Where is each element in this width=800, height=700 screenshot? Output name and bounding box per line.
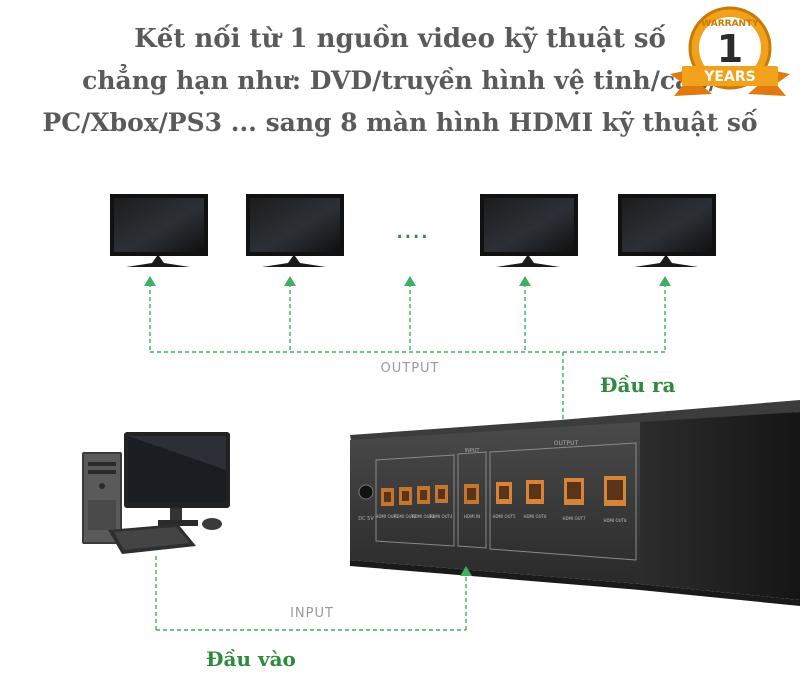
heading-line-1: Kết nối từ 1 nguồn video kỹ thuật số	[134, 24, 666, 54]
warranty-number: 1	[717, 27, 743, 71]
hdmi-port-out2	[399, 487, 412, 505]
monitor-ellipsis: ....	[395, 215, 428, 245]
monitor-2	[246, 194, 344, 267]
port-label-out5: HDMI OUT5	[492, 514, 516, 519]
monitor-3	[480, 194, 578, 267]
warranty-top-text: WARRANTY	[701, 19, 759, 29]
computer-illustration	[82, 432, 230, 554]
port-label-in: HDMI IN	[464, 514, 480, 519]
hdmi-splitter: OUTPUT INPUT DC 5V HDMI OUT1 HDMI OUT2 H…	[350, 400, 800, 606]
hdmi-port-out6	[526, 480, 544, 504]
warranty-unit: YEARS	[703, 69, 755, 85]
heading-line-2: chẳng hạn như: DVD/truyền hình vệ tinh/c…	[82, 66, 718, 95]
power-label: DC 5V	[358, 516, 374, 522]
hdmi-port-out3	[417, 486, 430, 504]
port-label-out4: HDMI OUT4	[429, 514, 453, 519]
heading-line-3: PC/Xbox/PS3 ... sang 8 màn hình HDMI kỹ …	[42, 108, 758, 137]
heading: Kết nối từ 1 nguồn video kỹ thuật số chẳ…	[0, 18, 800, 144]
monitor-4	[618, 194, 716, 267]
hdmi-port-out7	[564, 478, 584, 505]
port-label-out6: HDMI OUT6	[523, 514, 547, 519]
port-label-out7: HDMI OUT7	[562, 516, 586, 521]
hdmi-port-out1	[381, 488, 394, 506]
hdmi-port-out5	[496, 482, 512, 504]
monitor-1	[110, 194, 208, 267]
port-label-out2: HDMI OUT2	[393, 514, 417, 519]
input-vn-label: Đầu vào	[206, 647, 296, 671]
device-output-label: OUTPUT	[554, 440, 579, 447]
input-arrow	[460, 566, 472, 576]
warranty-badge: WARRANTY 1 YEARS	[670, 6, 790, 96]
hdmi-port-out4	[435, 485, 448, 503]
hdmi-port-in	[464, 484, 479, 504]
port-label-out3: HDMI OUT3	[411, 514, 435, 519]
output-label: OUTPUT	[381, 361, 440, 376]
device-input-label: INPUT	[465, 448, 481, 454]
input-lines	[155, 556, 467, 631]
power-jack	[358, 484, 374, 500]
output-vn-label: Đầu ra	[600, 373, 675, 397]
warranty-banner	[682, 66, 778, 86]
output-arrows	[144, 276, 671, 286]
input-label: INPUT	[290, 606, 334, 621]
port-label-out1: HDMI OUT1	[375, 514, 399, 519]
port-label-out8: HDMI OUT8	[603, 518, 627, 523]
hdmi-port-out8	[604, 476, 626, 506]
